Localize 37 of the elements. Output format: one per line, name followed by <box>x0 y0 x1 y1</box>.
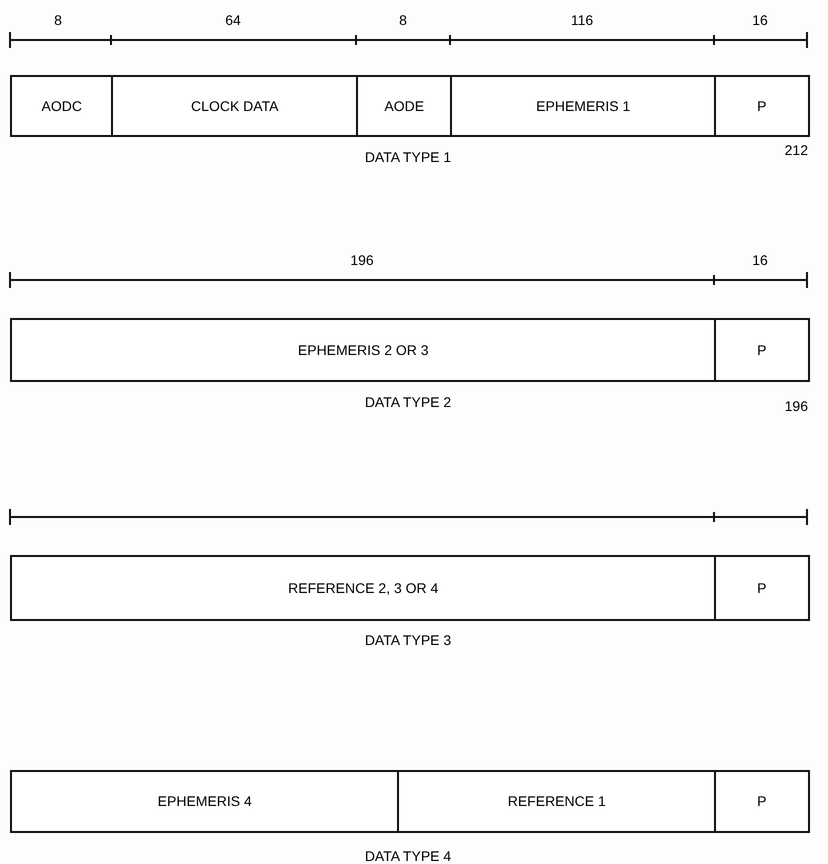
field-label: AODE <box>384 96 424 116</box>
dimension-value: 64 <box>224 11 242 30</box>
field-label: P <box>757 340 766 360</box>
caption: DATA TYPE 2 <box>364 393 452 412</box>
field-box <box>450 75 716 137</box>
field-box <box>714 75 810 137</box>
field-box <box>111 75 358 137</box>
dimension-value: 8 <box>53 11 63 30</box>
field-box <box>10 555 716 621</box>
field-label: AODC <box>42 96 82 116</box>
field-label: CLOCK DATA <box>191 96 278 116</box>
field-box <box>714 770 810 833</box>
field-label: EPHEMERIS 2 OR 3 <box>298 340 429 360</box>
caption: DATA TYPE 1 <box>364 148 452 167</box>
field-box <box>10 318 716 382</box>
caption: DATA TYPE 4 <box>364 847 452 864</box>
field-box <box>714 555 810 621</box>
dimension-value: 16 <box>751 251 769 270</box>
field-box <box>356 75 452 137</box>
field-label: P <box>757 578 766 598</box>
field-box <box>714 318 810 382</box>
caption: 212 <box>784 141 808 160</box>
field-label: P <box>757 96 766 116</box>
field-box <box>10 770 400 833</box>
dimension-value: 8 <box>398 11 408 30</box>
field-label: REFERENCE 1 <box>508 792 606 811</box>
field-box <box>397 770 716 833</box>
dimension-value: 16 <box>751 11 769 30</box>
caption: DATA TYPE 3 <box>364 631 452 650</box>
field-label: EPHEMERIS 4 <box>158 792 252 811</box>
caption: 196 <box>784 397 808 416</box>
field-label: REFERENCE 2, 3 OR 4 <box>288 578 438 598</box>
dimension-value: 116 <box>570 11 594 30</box>
dimension-value: 196 <box>349 251 375 270</box>
field-label: P <box>757 792 766 811</box>
field-label: EPHEMERIS 1 <box>536 96 630 116</box>
field-box <box>10 75 114 137</box>
